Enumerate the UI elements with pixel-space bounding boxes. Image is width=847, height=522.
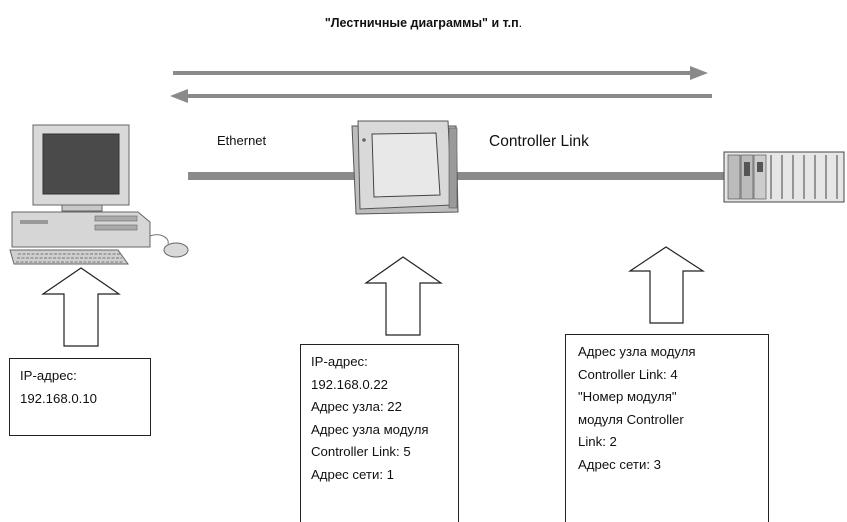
plc-info-line: Link: 2	[578, 434, 617, 449]
touch-panel-icon	[351, 120, 459, 215]
hmi-info-line: Адрес сети: 1	[311, 466, 394, 482]
flow-arrow-left	[170, 89, 712, 103]
hmi-info-line: Controller Link: 5	[311, 444, 411, 459]
diagram-title-suffix: .	[518, 16, 523, 30]
diagram-title-text: "Лестничные диаграммы" и т.п	[324, 16, 519, 30]
plc-rack-icon	[723, 151, 845, 203]
plc-info-line: "Номер модуля"	[578, 389, 677, 404]
up-arrow-icon	[364, 256, 443, 336]
ethernet-label: Ethernet	[217, 133, 267, 148]
flow-arrow-right	[173, 66, 708, 80]
pc-info-box: IP-адрес: 192.168.0.10	[9, 358, 151, 436]
pc-info-line: 192.168.0.10	[20, 390, 98, 406]
hmi-info-line: 192.168.0.22	[311, 376, 389, 392]
hmi-info-box: IP-адрес: 192.168.0.22 Адрес узла: 22 Ад…	[300, 344, 459, 522]
up-arrow-icon	[628, 246, 706, 324]
plc-info-line: Адрес узла модуля	[578, 344, 696, 359]
pc-info-line: IP-адрес:	[20, 368, 77, 383]
up-arrow-icon	[41, 267, 121, 347]
diagram-title: "Лестничные диаграммы" и т.п.	[0, 16, 847, 30]
plc-info-line: модуля Controller	[578, 411, 684, 427]
hmi-info-line: Адрес узла модуля	[311, 421, 429, 437]
plc-info-box: Адрес узла модуля Controller Link: 4 "Но…	[565, 334, 769, 522]
plc-info-line: Controller Link: 4	[578, 366, 678, 382]
hmi-info-line: Адрес узла: 22	[311, 399, 402, 414]
plc-info-line: Адрес сети: 3	[578, 456, 661, 472]
controller-link-label: Controller Link	[489, 133, 589, 150]
hmi-info-line: IP-адрес:	[311, 354, 368, 369]
desktop-computer-icon	[9, 124, 189, 265]
